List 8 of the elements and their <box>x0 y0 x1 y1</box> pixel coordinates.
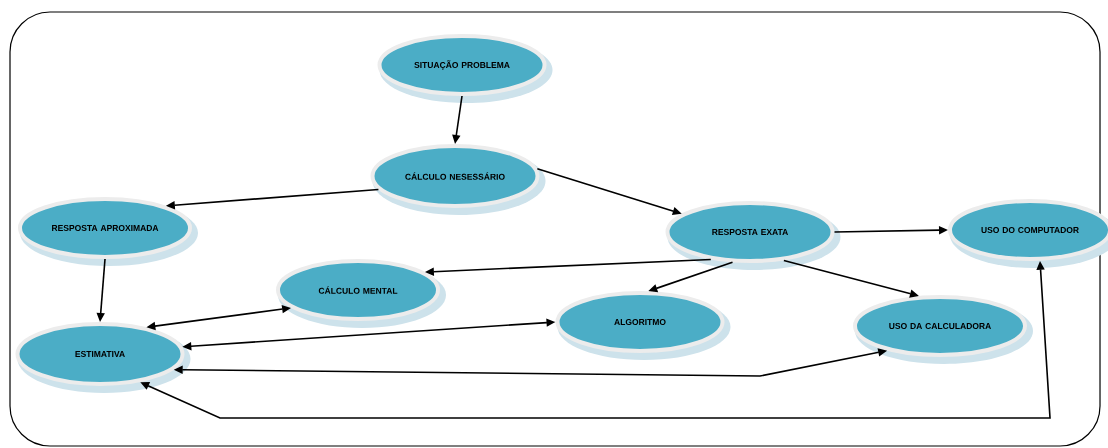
ellipse-node: RESPOSTA APROXIMADA <box>18 197 198 266</box>
ellipse-node: CÁLCULO MENTAL <box>276 259 446 328</box>
ellipse-node: ALGORITMO <box>555 291 731 360</box>
ellipse-node: RESPOSTA EXATA <box>665 201 841 270</box>
ellipse-node: ESTIMATIVA <box>15 322 191 393</box>
ellipse-node: CÁLCULO NESESSÁRIO <box>370 144 546 215</box>
ellipse-node: SITUAÇÃO PROBLEMA <box>377 34 553 103</box>
ellipse-node: USO DA CALCULADORA <box>853 295 1033 364</box>
